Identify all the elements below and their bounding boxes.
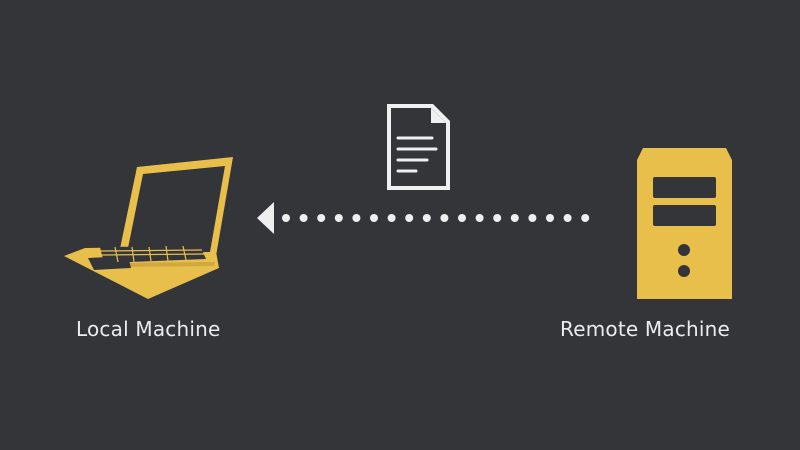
arrow-dot (370, 214, 378, 222)
arrow-left-icon (257, 202, 590, 234)
arrow-dot (422, 214, 431, 222)
server-drive-bay (653, 177, 716, 198)
arrow-dot (458, 214, 466, 222)
document-icon (387, 104, 450, 190)
arrow-dot (334, 214, 343, 222)
arrow-dot (317, 214, 326, 222)
arrow-dot (493, 214, 502, 222)
arrow-dot (510, 214, 519, 222)
remote-machine-label: Remote Machine (560, 317, 731, 341)
server-led (678, 244, 690, 256)
arrow-dot (440, 214, 449, 222)
server-drive-bay (653, 205, 716, 226)
laptop-keyboard-keys (100, 245, 205, 263)
server-tower-icon (637, 148, 732, 299)
arrow-dot (282, 214, 290, 222)
arrow-dot (546, 214, 554, 222)
laptop-screen (127, 166, 225, 253)
arrow-dot (387, 214, 396, 222)
arrow-dot (405, 214, 414, 222)
server-led (678, 265, 690, 277)
arrow-dot (352, 214, 361, 222)
arrow-dot (563, 214, 572, 222)
arrow-dot (475, 214, 484, 222)
local-machine-label: Local Machine (76, 317, 221, 341)
arrow-dot (581, 214, 590, 222)
arrow-dot (528, 214, 537, 222)
arrow-dot (299, 214, 308, 222)
